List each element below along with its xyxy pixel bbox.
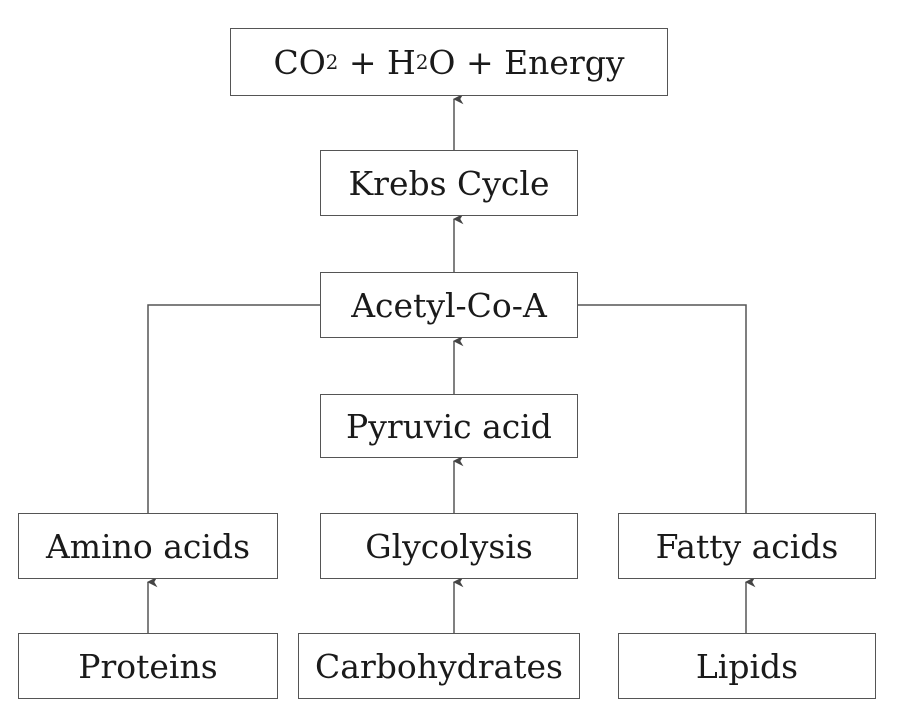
node-carbohydrates: Carbohydrates xyxy=(298,633,580,699)
node-lipids: Lipids xyxy=(618,633,876,699)
products-text-h: + H xyxy=(338,42,416,82)
node-krebs-cycle: Krebs Cycle xyxy=(320,150,578,216)
products-text-co: CO xyxy=(273,42,326,82)
node-fatty-acids: Fatty acids xyxy=(618,513,876,579)
node-proteins: Proteins xyxy=(18,633,278,699)
subscript-2: 2 xyxy=(325,50,339,74)
subscript-2b: 2 xyxy=(415,50,429,74)
node-glycolysis: Glycolysis xyxy=(320,513,578,579)
line-amino-to-acetyl xyxy=(147,304,320,513)
node-acetyl-co-a: Acetyl-Co-A xyxy=(320,272,578,338)
node-amino-acids: Amino acids xyxy=(18,513,278,579)
node-pyruvic-acid: Pyruvic acid xyxy=(320,394,578,458)
line-fatty-to-acetyl xyxy=(578,304,747,513)
products-text-rest: O + Energy xyxy=(428,42,625,82)
